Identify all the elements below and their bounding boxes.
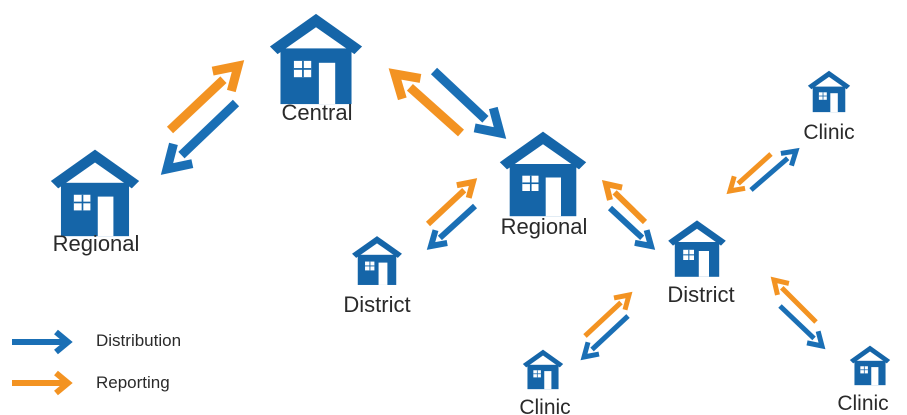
reporting-arrow-regional-mid-to-central <box>388 68 464 137</box>
distribution-arrow-regional-mid-to-district-left <box>426 203 478 250</box>
reporting-arrow-district-right-to-regional-mid <box>601 180 648 225</box>
distribution-arrow-central-to-regional-left <box>160 99 240 175</box>
distribution-arrow-district-right-to-clinic-bottom-left <box>580 314 630 361</box>
distribution-arrow-regional-mid-to-district-right <box>607 205 656 250</box>
distribution-arrow-central-to-regional-mid <box>430 67 507 139</box>
legend-distribution-label: Distribution <box>96 331 181 350</box>
distribution-arrow-district-right-to-clinic-top <box>749 147 800 192</box>
clinic-bottom-left-label: Clinic <box>519 396 570 415</box>
reporting-arrow-clinic-bottom-right-to-district-right <box>770 276 818 324</box>
reporting-arrow-regional-left-to-central <box>166 60 245 134</box>
district-left-label: District <box>343 292 410 317</box>
central-house-icon <box>269 13 363 105</box>
legend-reporting-label: Reporting <box>96 373 170 392</box>
distribution-arrow-district-right-to-clinic-bottom-right <box>778 304 826 350</box>
district-right-house-icon <box>668 220 726 277</box>
clinic-bottom-right-label: Clinic <box>837 392 888 415</box>
clinic-top-label: Clinic <box>803 121 854 144</box>
reporting-arrow-district-left-to-regional-mid <box>425 178 478 227</box>
district-right-label: District <box>667 282 734 307</box>
regional-mid-label: Regional <box>501 214 588 239</box>
regional-left-label: Regional <box>53 231 140 256</box>
clinic-bottom-right-house-icon <box>849 345 891 386</box>
central-label: Central <box>282 100 353 125</box>
district-left-house-icon <box>352 236 402 285</box>
regional-left-house-icon <box>50 149 140 237</box>
regional-mid-house-icon <box>499 131 587 217</box>
clinic-bottom-left-house-icon <box>522 349 564 390</box>
reporting-arrow-clinic-bottom-left-to-district-right <box>583 291 633 338</box>
legend-reporting-arrow <box>12 370 73 396</box>
clinic-top-house-icon <box>807 70 851 113</box>
legend-distribution-arrow <box>12 329 73 355</box>
reporting-arrow-clinic-top-to-district-right <box>726 152 773 195</box>
